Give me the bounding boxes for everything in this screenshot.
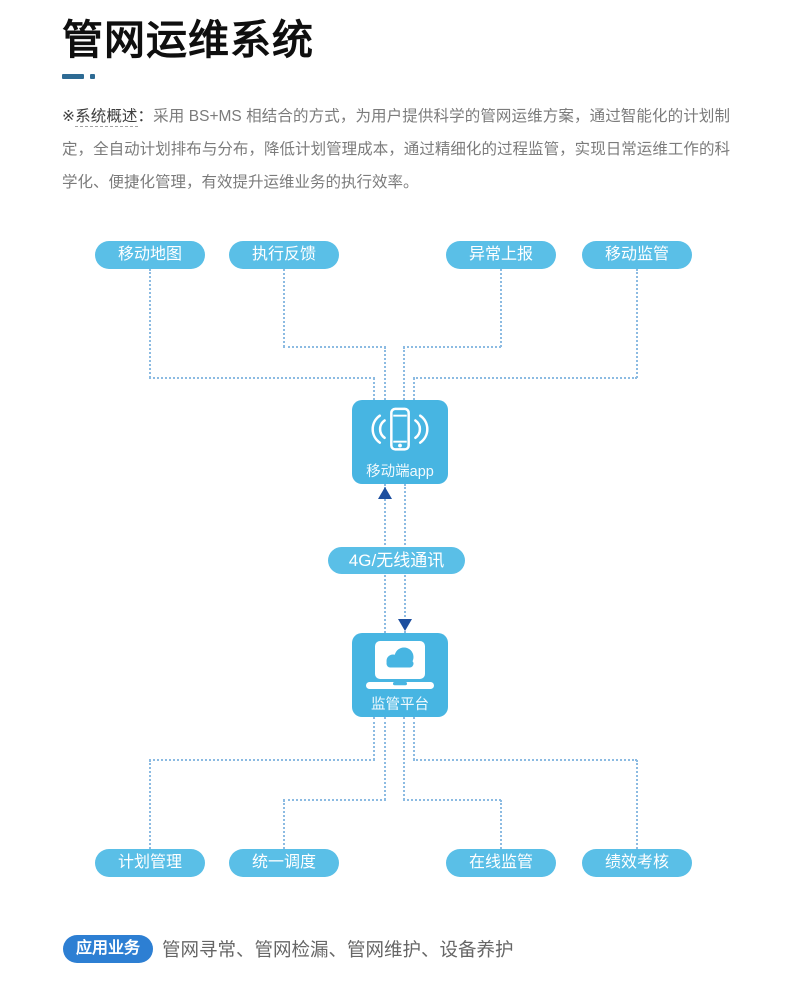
overview-body: 采用 BS+MS 相结合的方式，为用户提供科学的管网运维方案，通过智能化的计划制…	[62, 108, 730, 191]
page-title: 管网运维系统	[62, 17, 314, 63]
connector-line	[149, 760, 151, 849]
overview-colon: ：	[137, 108, 154, 125]
connector-line	[283, 269, 285, 347]
feature-pill-mobile-map: 移动地图	[95, 241, 205, 269]
arrow-down-icon	[398, 619, 412, 631]
feature-pill-exception-report: 异常上报	[446, 241, 556, 269]
divider-dash	[62, 74, 84, 79]
connector-line	[149, 759, 375, 761]
connector-line	[384, 717, 386, 800]
connector-line	[636, 269, 638, 378]
feature-pill-plan-management: 计划管理	[95, 849, 205, 877]
mobile-app-node: 移动端app	[352, 400, 448, 484]
connector-line	[403, 347, 405, 400]
connector-line	[149, 269, 151, 378]
connector-line	[413, 377, 637, 379]
connector-line	[413, 717, 415, 760]
platform-node: 监管平台	[352, 633, 448, 717]
connector-line	[373, 378, 375, 400]
feature-pill-unified-dispatch: 统一调度	[229, 849, 339, 877]
connector-line	[403, 799, 501, 801]
connector-line	[636, 760, 638, 849]
connector-line	[500, 269, 502, 347]
connector-line	[413, 759, 637, 761]
connector-line	[283, 346, 386, 348]
laptop-cloud-icon	[366, 641, 434, 689]
link-pill-4g-wireless: 4G/无线通讯	[328, 547, 465, 574]
system-overview: ※系统概述：采用 BS+MS 相结合的方式，为用户提供科学的管网运维方案，通过智…	[62, 100, 730, 199]
connector-line	[500, 800, 502, 849]
platform-node-label: 监管平台	[371, 697, 429, 713]
feature-pill-mobile-supervision: 移动监管	[582, 241, 692, 269]
connector-line	[283, 799, 386, 801]
arrow-up-icon	[378, 487, 392, 499]
overview-prefix: ※	[62, 108, 76, 125]
connector-line	[373, 717, 375, 760]
divider-dot	[90, 74, 95, 79]
feature-pill-execution-feedback: 执行反馈	[229, 241, 339, 269]
connector-line	[403, 346, 501, 348]
feature-pill-online-monitoring: 在线监管	[446, 849, 556, 877]
application-business-badge: 应用业务	[63, 935, 153, 963]
overview-lead: ※系统概述：	[62, 108, 153, 127]
application-business-items: 管网寻常、管网检漏、管网维护、设备养护	[162, 939, 514, 960]
smartphone-signal-icon	[371, 407, 429, 451]
connector-line	[384, 347, 386, 400]
connector-line	[413, 378, 415, 400]
connector-line	[283, 800, 285, 849]
connector-line	[149, 377, 375, 379]
overview-label: 系统概述	[75, 108, 138, 127]
mobile-app-node-label: 移动端app	[366, 464, 434, 480]
connector-line	[403, 717, 405, 800]
feature-pill-performance-appraisal: 绩效考核	[582, 849, 692, 877]
